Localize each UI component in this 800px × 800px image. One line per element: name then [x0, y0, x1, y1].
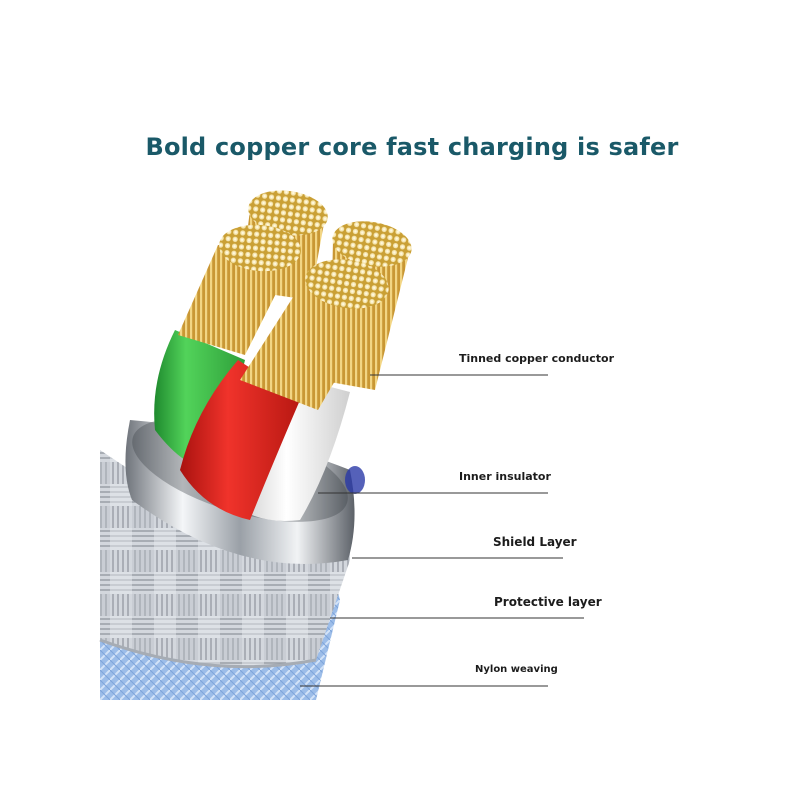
page-title: Bold copper core fast charging is safer — [145, 133, 679, 161]
callout-lines — [300, 374, 584, 687]
label-nylon-weaving: Nylon weaving — [475, 664, 558, 675]
inner-insulators — [154, 330, 365, 521]
label-tinned-copper-conductor: Tinned copper conductor — [459, 352, 615, 365]
label-inner-insulator: Inner insulator — [459, 470, 551, 483]
label-shield-layer: Shield Layer — [493, 535, 577, 549]
label-protective-layer: Protective layer — [494, 595, 602, 609]
tinned-copper-conductors — [178, 190, 412, 410]
